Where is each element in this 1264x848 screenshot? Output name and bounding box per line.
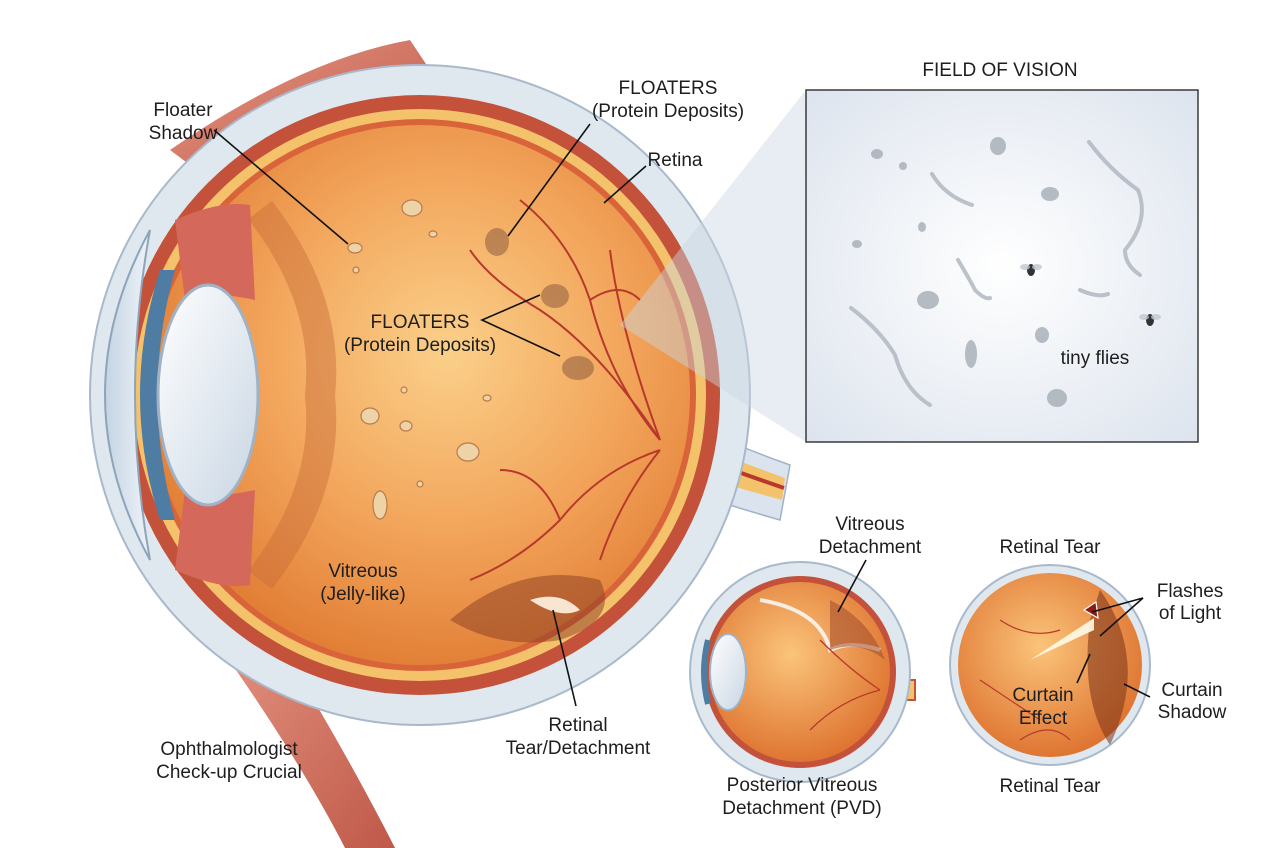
vitreous-line1: Vitreous [328,561,397,582]
pvd-detached-region [830,600,885,660]
vitreous-body [150,125,690,665]
vitreous-line2: (Jelly-like) [320,584,406,605]
pvd-caption-line1: Posterior Vitreous [727,775,878,796]
curtain-shadow-line1: Curtain [1161,680,1222,701]
retina-leader [603,165,647,204]
vitreous-detachment-label-line2: Detachment [819,537,922,558]
lens [156,283,260,507]
retinal-tear-title: Retinal Tear [999,537,1101,558]
floater-blob-icon [482,394,492,402]
ophthalmologist-line1: Ophthalmologist [160,739,298,760]
retinal-tear-region [450,575,605,643]
curtain-shadow-line2: Shadow [1158,702,1227,723]
vitreous-detachment-leader [837,559,867,613]
curtain-effect-leader [1076,653,1091,684]
vitreous-detachment-label-line1: Vitreous [835,514,904,535]
floater-blob-icon [401,199,423,217]
curtain-effect-line2: Effect [1019,708,1068,729]
floater-deposits [347,199,492,520]
fly-icon [1020,264,1042,276]
floaters-top-leader [507,123,591,237]
floater-blob-icon [399,420,413,432]
flashes-of-light-line1: Flashes [1157,581,1224,602]
tear-eye-vessels [979,619,1071,741]
curtain-shadow-region [1087,590,1128,745]
ora-serrata-folds [248,200,337,590]
floater-shadows [485,228,594,380]
pvd-caption-line2: Detachment (PVD) [722,798,881,819]
floater-blob-icon [400,386,408,394]
floater-blob-icon [456,442,480,462]
curtain-effect-line1: Curtain [1012,685,1073,706]
floater-blob-icon [360,407,380,425]
floater-blob-icon [347,242,363,254]
floater-blob-icon [352,266,360,274]
floaters-mid-line1: FLOATERS [371,312,470,333]
retinal-tear-diagram: Retinal Tear Flashes of Light Curtain Ef… [949,537,1227,797]
retinal-tear-caption: Retinal Tear [999,776,1101,797]
retina-label: Retina [648,150,703,171]
floaters-top-line1: FLOATERS [619,78,718,99]
retinal-tear-leader [552,609,577,707]
pvd-vessels [809,639,881,731]
fly-icon [1139,314,1161,326]
retinal-tear-detachment-line2: Tear/Detachment [506,738,651,759]
main-eye-labels: Floater Shadow FLOATERS (Protein Deposit… [149,78,744,783]
ciliary-body-bottom [175,490,255,586]
floater-blob-icon [428,230,438,238]
cornea [104,229,151,561]
curtain-shadow-leader [1123,683,1151,698]
field-of-vision-title: FIELD OF VISION [922,60,1077,81]
floaters-mid-line2: (Protein Deposits) [344,335,496,356]
main-eye-cross-section [89,40,791,848]
floater-shadow-line1: Floater [153,100,213,121]
magnification-wedge [620,90,806,442]
floaters-mid-leader [480,294,561,357]
field-strands [849,140,1144,407]
floater-shadow-line2: Shadow [149,123,218,144]
retinal-tear-flap [530,596,580,614]
pvd-iris [701,639,711,705]
retinal-vessels [469,199,661,581]
flashes-of-light-line2: of Light [1159,603,1222,624]
floater-blob-icon [372,490,388,520]
ophthalmologist-line2: Check-up Crucial [156,762,302,783]
tiny-flies-label: tiny flies [1061,348,1130,369]
floater-blob-icon [416,480,424,488]
ciliary-body-top [175,204,255,300]
pvd-lens [709,633,747,711]
floaters-top-line2: (Protein Deposits) [592,101,744,122]
flashes-of-light-leader [1091,597,1144,637]
retinal-tear-detachment-line1: Retinal [548,715,607,736]
field-floaters [852,137,1067,407]
floater-shadow-leader [213,129,349,245]
field-of-vision-panel: FIELD OF VISION tiny flies [805,60,1199,443]
pvd-eye-diagram: Vitreous Detachment Posterior Vitreous D… [689,514,922,819]
flash-burst [1030,618,1094,660]
